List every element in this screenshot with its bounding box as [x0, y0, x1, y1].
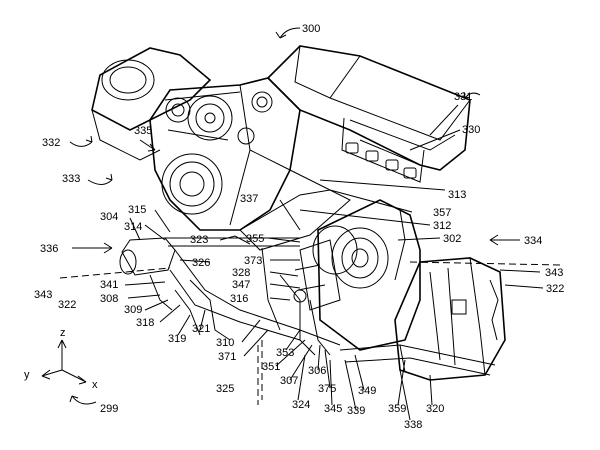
ref-343-left: 343	[34, 289, 52, 301]
ref-334: 334	[524, 235, 542, 247]
ref-302: 302	[443, 233, 461, 245]
ref-310: 310	[216, 337, 234, 349]
view-arrows	[70, 28, 520, 404]
ref-304: 304	[100, 211, 118, 223]
ref-324: 324	[292, 399, 310, 411]
ref-321: 321	[192, 323, 210, 335]
ref-330: 330	[462, 124, 480, 136]
coordinate-axes: z y x	[24, 327, 98, 391]
ref-320: 320	[426, 403, 444, 415]
ref-347: 347	[232, 279, 250, 291]
ref-353: 353	[276, 347, 294, 359]
axis-z-label: z	[60, 327, 66, 339]
ref-337: 337	[240, 193, 258, 205]
ref-345: 345	[324, 403, 342, 415]
ref-300: 300	[302, 23, 320, 35]
ref-375: 375	[318, 383, 336, 395]
ref-338: 338	[404, 419, 422, 431]
ref-308: 308	[100, 293, 118, 305]
drive-unit	[295, 200, 420, 350]
ref-335: 335	[134, 125, 152, 137]
ref-322-right: 322	[546, 283, 564, 295]
ref-309: 309	[124, 304, 142, 316]
ref-333: 333	[62, 173, 80, 185]
ref-323: 323	[190, 234, 208, 246]
ref-373: 373	[244, 255, 262, 267]
ref-331: 331	[454, 91, 472, 103]
ref-322-left: 322	[58, 299, 76, 311]
ref-336: 336	[40, 243, 58, 255]
ref-351: 351	[262, 361, 280, 373]
axis-x-label: x	[92, 379, 98, 391]
ref-357: 357	[433, 207, 451, 219]
ref-319: 319	[168, 333, 186, 345]
gear-housing	[340, 258, 505, 380]
ref-341: 341	[100, 279, 118, 291]
ref-315: 315	[128, 204, 146, 216]
ref-332: 332	[42, 137, 60, 149]
ref-312: 312	[433, 220, 451, 232]
ref-299: 299	[100, 403, 118, 415]
ref-349: 349	[358, 385, 376, 397]
ref-339: 339	[347, 405, 365, 417]
ref-318: 318	[136, 317, 154, 329]
ref-326: 326	[192, 257, 210, 269]
ref-328: 328	[232, 267, 250, 279]
ref-325: 325	[216, 383, 234, 395]
ref-314: 314	[124, 221, 142, 233]
ref-306: 306	[308, 365, 326, 377]
ref-307: 307	[280, 375, 298, 387]
ref-343-right: 343	[545, 267, 563, 279]
ref-359: 359	[388, 403, 406, 415]
ref-355: 355	[246, 233, 264, 245]
ref-316: 316	[230, 293, 248, 305]
ref-313: 313	[448, 189, 466, 201]
axis-y-label: y	[24, 369, 30, 381]
ref-371: 371	[218, 351, 236, 363]
engine-block	[92, 46, 470, 250]
